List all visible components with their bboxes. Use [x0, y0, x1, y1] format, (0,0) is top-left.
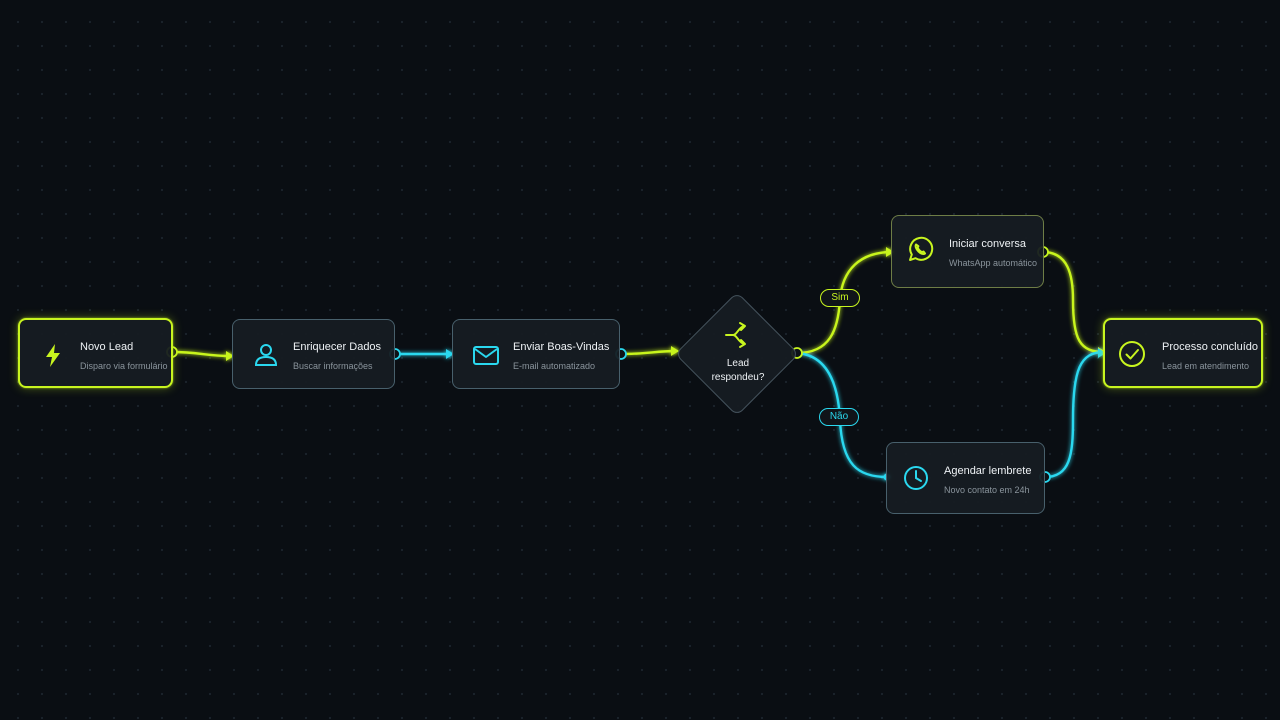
user-icon — [251, 340, 281, 370]
edge-lembrete-to-concluido — [1043, 350, 1106, 479]
clock-icon — [901, 463, 931, 493]
node-agendar-lembrete[interactable]: Agendar lembrete Novo contato em 24h — [886, 442, 1045, 514]
check-circle-icon — [1117, 339, 1147, 369]
node-enviar-boas-vindas[interactable]: Enviar Boas-Vindas E-mail automatizado — [452, 319, 620, 389]
mail-icon — [471, 340, 501, 370]
edge-boas-vindas-to-decision — [619, 349, 679, 356]
arrow-decision — [671, 346, 679, 356]
node-subtitle: E-mail automatizado — [513, 361, 596, 371]
arrow-boas-vindas — [446, 349, 454, 359]
node-iniciar-conversa[interactable]: Iniciar conversa WhatsApp automático — [891, 215, 1044, 288]
decision-label-line2: respondeu? — [711, 372, 765, 383]
edge-lead-to-enriquecer — [170, 350, 234, 358]
node-title: Processo concluído — [1162, 341, 1258, 353]
node-title: Novo Lead — [80, 341, 134, 353]
node-subtitle: Disparo via formulário — [80, 361, 168, 371]
node-title: Enriquecer Dados — [293, 341, 382, 353]
branch-label-yes: Sim — [820, 289, 860, 307]
decision-label: Lead respondeu? — [688, 357, 788, 385]
node-title: Iniciar conversa — [949, 238, 1027, 250]
arrow-concluido-bottom — [1098, 348, 1106, 358]
decision-label-line1: Lead — [726, 358, 750, 369]
node-subtitle: Lead em atendimento — [1162, 361, 1250, 371]
node-subtitle: Novo contato em 24h — [944, 485, 1030, 495]
branch-label-no: Não — [819, 408, 859, 426]
node-subtitle: WhatsApp automático — [949, 258, 1038, 268]
lightning-icon — [38, 340, 68, 370]
arrow-enriquecer — [226, 351, 234, 361]
node-novo-lead[interactable]: Novo Lead Disparo via formulário — [18, 318, 173, 388]
arrow-whatsapp — [886, 247, 894, 257]
node-subtitle: Buscar informações — [293, 361, 373, 371]
edge-whatsapp-to-concluido — [1041, 250, 1106, 354]
node-title: Agendar lembrete — [944, 465, 1032, 477]
node-processo-concluido[interactable]: Processo concluído Lead em atendimento — [1103, 318, 1263, 388]
whatsapp-icon — [905, 234, 935, 264]
node-enriquecer-dados[interactable]: Enriquecer Dados Buscar informações — [232, 319, 395, 389]
node-title: Enviar Boas-Vindas — [513, 341, 610, 353]
split-arrows-icon — [722, 320, 752, 350]
